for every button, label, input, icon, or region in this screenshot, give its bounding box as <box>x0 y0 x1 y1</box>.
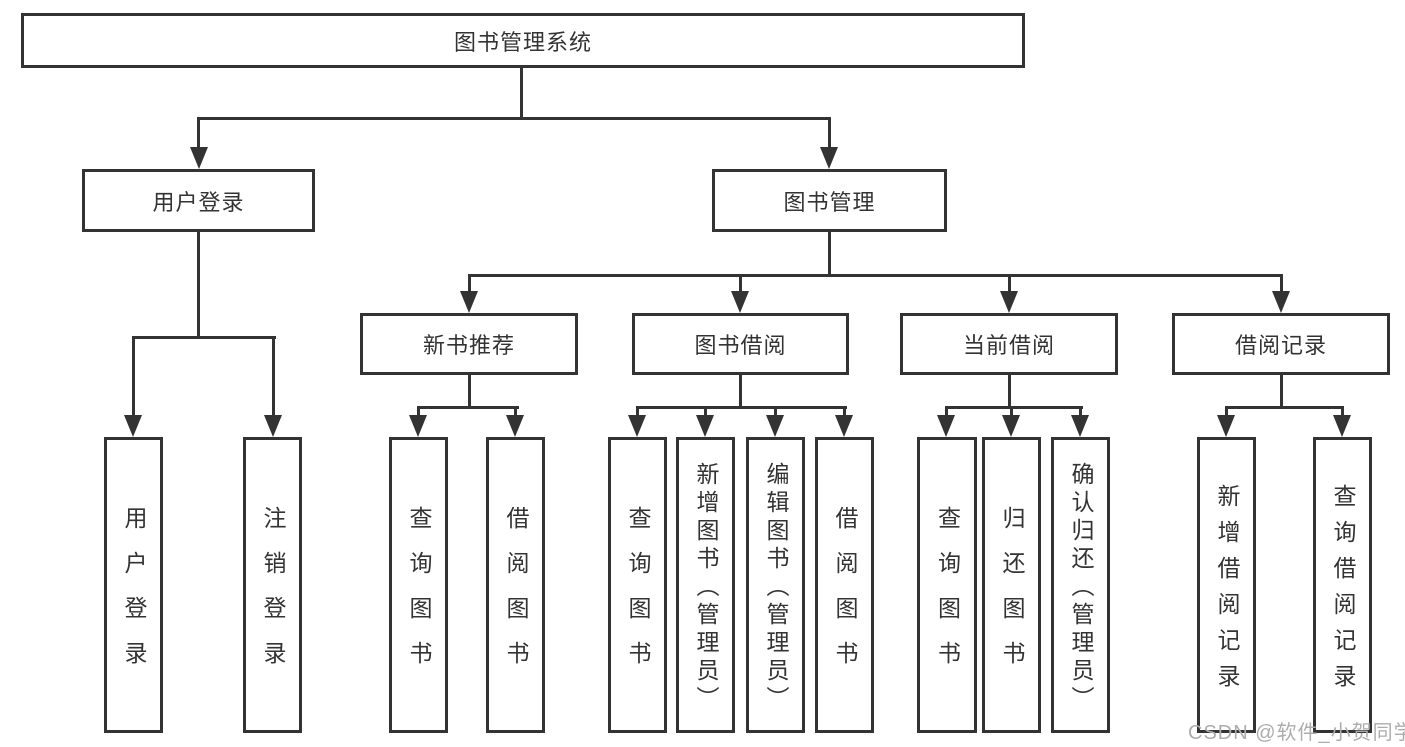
connector-line <box>843 409 846 417</box>
node-label: 借阅图书 <box>503 506 529 686</box>
connector-line <box>1341 409 1344 417</box>
arrow-down-icon <box>766 415 784 437</box>
arrow-down-icon <box>1000 291 1018 313</box>
node-label: 新书推荐 <box>422 333 515 358</box>
watermark-text: CSDN @软件_小贺同学 <box>1188 722 1405 744</box>
connector-line <box>1079 409 1082 417</box>
leaf-logout: 注销登录 <box>243 437 302 733</box>
connector-line <box>197 117 831 120</box>
leaf-borrow-books: 借阅图书 <box>486 437 545 733</box>
node-label: 用户登录 <box>152 189 245 215</box>
connector-line <box>468 277 471 293</box>
arrow-down-icon <box>731 291 749 313</box>
node-label: 查询借阅记录 <box>1330 484 1356 700</box>
connector-line <box>520 66 523 120</box>
node-label: 用户登录 <box>121 506 147 686</box>
node-label: 查询图书 <box>406 506 432 686</box>
connector-line <box>468 274 1283 277</box>
connector-line <box>1008 277 1011 293</box>
node-label: 归还图书 <box>999 506 1025 686</box>
node-book-management: 图书管理 <box>712 169 947 232</box>
node-label: 新增图书（管理员） <box>693 462 719 714</box>
node-new-book-recommendation: 新书推荐 <box>360 313 578 375</box>
connector-line <box>197 232 200 336</box>
arrow-down-icon <box>1333 415 1351 437</box>
arrow-down-icon <box>835 415 853 437</box>
node-current-borrowing: 当前借阅 <box>900 313 1118 375</box>
leaf-query-books: 查询图书 <box>608 437 667 733</box>
leaf-confirm-return-admin: 确认归还（管理员） <box>1051 437 1110 733</box>
node-label: 注销登录 <box>260 506 286 686</box>
leaf-user-login: 用户登录 <box>104 437 163 733</box>
node-label: 图书管理 <box>783 189 876 215</box>
arrow-down-icon <box>696 415 714 437</box>
node-label: 新增借阅记录 <box>1214 484 1240 700</box>
connector-line <box>272 339 275 416</box>
arrow-down-icon <box>264 415 282 437</box>
connector-line <box>774 409 777 417</box>
node-label: 图书管理系统 <box>453 29 592 55</box>
leaf-borrow-books: 借阅图书 <box>815 437 874 733</box>
arrow-down-icon <box>460 291 478 313</box>
connector-line <box>197 120 200 150</box>
connector-line <box>132 336 276 339</box>
arrow-down-icon <box>1272 291 1290 313</box>
leaf-add-borrow-record: 新增借阅记录 <box>1197 437 1256 733</box>
connector-line <box>514 409 517 417</box>
leaf-query-books: 查询图书 <box>917 437 977 733</box>
connector-line <box>828 120 831 150</box>
arrow-down-icon <box>506 415 524 437</box>
arrow-down-icon <box>820 147 838 169</box>
connector-line <box>468 375 471 409</box>
leaf-query-books: 查询图书 <box>389 437 448 733</box>
node-user-login: 用户登录 <box>82 169 315 232</box>
arrow-down-icon <box>1071 415 1089 437</box>
connector-line <box>739 277 742 293</box>
connector-line <box>636 409 639 417</box>
node-label: 借阅记录 <box>1234 333 1327 358</box>
node-library-management-system: 图书管理系统 <box>21 13 1025 68</box>
arrow-down-icon <box>124 415 142 437</box>
leaf-add-book-admin: 新增图书（管理员） <box>676 437 735 733</box>
connector-line <box>1225 406 1344 409</box>
arrow-down-icon <box>1217 415 1235 437</box>
node-label: 借阅图书 <box>832 506 858 686</box>
node-label: 查询图书 <box>934 506 961 686</box>
node-label: 图书借阅 <box>694 333 787 358</box>
connector-line <box>417 409 420 417</box>
connector-line <box>132 339 135 416</box>
leaf-query-borrow-record: 查询借阅记录 <box>1313 437 1372 733</box>
arrow-down-icon <box>409 415 427 437</box>
connector-line <box>1225 409 1228 417</box>
arrow-down-icon <box>190 147 208 169</box>
connector-line <box>1010 409 1013 417</box>
arrow-down-icon <box>628 415 646 437</box>
connector-line <box>739 375 742 409</box>
connector-line <box>636 406 847 409</box>
node-book-borrowing: 图书借阅 <box>632 313 849 375</box>
node-label: 确认归还（管理员） <box>1068 462 1094 714</box>
connector-line <box>945 409 948 417</box>
connector-line <box>704 409 707 417</box>
connector-line <box>828 232 831 277</box>
connector-line <box>417 406 519 409</box>
connector-line <box>1008 375 1011 409</box>
leaf-return-books: 归还图书 <box>982 437 1041 733</box>
leaf-edit-book-admin: 编辑图书（管理员） <box>746 437 805 733</box>
connector-line <box>945 406 1083 409</box>
connector-line <box>1280 277 1283 293</box>
node-label: 查询图书 <box>625 506 651 686</box>
arrow-down-icon <box>1002 415 1020 437</box>
node-borrowing-records: 借阅记录 <box>1172 313 1390 375</box>
node-label: 当前借阅 <box>962 333 1055 358</box>
node-label: 编辑图书（管理员） <box>763 462 789 714</box>
connector-line <box>1280 375 1283 409</box>
arrow-down-icon <box>937 415 955 437</box>
